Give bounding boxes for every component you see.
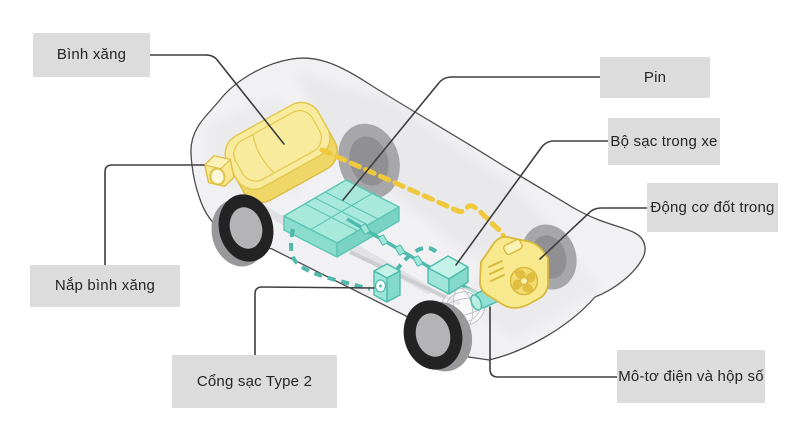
leader-fuel-cap	[104, 164, 205, 266]
driveshaft	[349, 250, 461, 306]
leader-lines	[104, 54, 648, 378]
engine-top-detail	[503, 238, 523, 256]
label-fuel-tank: Bình xăng	[33, 33, 150, 77]
leader-motor	[489, 306, 618, 378]
fuel-tank	[224, 101, 338, 204]
rear-left-wheel	[403, 300, 473, 372]
charge-line-dashed	[289, 228, 442, 291]
leader-charger	[455, 140, 609, 266]
leader-fuel-tank	[149, 54, 285, 145]
label-charge-port: Cổng sạc Type 2	[172, 355, 337, 408]
engine-vents	[488, 260, 505, 282]
label-fuel-cap-text: Nắp bình xăng	[54, 277, 156, 295]
leader-engine	[539, 207, 648, 260]
front-left-wheel	[211, 194, 274, 267]
label-charge-port-text: Cổng sạc Type 2	[196, 372, 313, 390]
leader-charge-port	[254, 286, 375, 356]
label-fuel-tank-text: Bình xăng	[56, 46, 127, 64]
battery-pack	[283, 179, 400, 258]
label-onboard-charger-text: Bộ sạc trong xe	[610, 132, 718, 150]
fuel-line-dashed	[319, 147, 507, 245]
label-motor-gearbox: Mô-tơ điện và hộp số	[617, 350, 765, 403]
label-battery: Pin	[600, 57, 710, 98]
fan-icon	[509, 266, 539, 296]
label-motor-gearbox-text: Mô-tơ điện và hộp số	[618, 367, 764, 385]
label-combustion-engine-text: Động cơ đốt trong	[650, 198, 775, 216]
leader-battery	[342, 76, 601, 201]
engine	[479, 235, 549, 309]
label-battery-text: Pin	[643, 68, 667, 86]
charge-port	[373, 263, 401, 303]
label-combustion-engine: Động cơ đốt trong	[647, 183, 778, 232]
fuel-cap	[203, 155, 235, 188]
label-onboard-charger: Bộ sạc trong xe	[608, 118, 720, 165]
label-fuel-cap: Nắp bình xăng	[30, 265, 180, 307]
